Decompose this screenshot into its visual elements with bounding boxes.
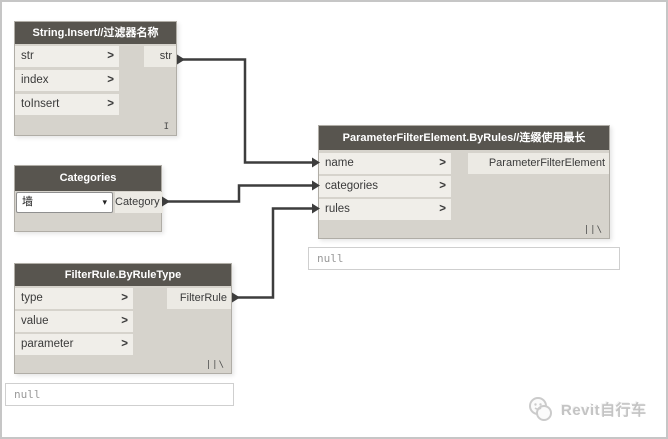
port-chevron-icon: > xyxy=(439,203,446,215)
node-parameter-filter-element[interactable]: ParameterFilterElement.ByRules//连缀使用最长 n… xyxy=(318,125,610,239)
input-port-index[interactable]: index > xyxy=(15,70,119,91)
null-preview: null xyxy=(5,383,234,406)
wire-category-to-categories[interactable] xyxy=(163,184,313,203)
node-filter-rule[interactable]: FilterRule.ByRuleType type > value > par… xyxy=(14,263,232,374)
port-arrow-out-category[interactable] xyxy=(162,196,170,207)
input-port-label: parameter xyxy=(21,338,74,350)
port-chevron-icon: > xyxy=(439,180,446,192)
port-chevron-icon: > xyxy=(107,74,114,86)
input-port-label: str xyxy=(21,50,34,62)
input-port-rules[interactable]: rules > xyxy=(319,199,451,220)
input-port-label: type xyxy=(21,292,43,304)
input-port-label: rules xyxy=(325,203,350,215)
dropdown-arrow-icon: ▾ xyxy=(102,197,107,207)
output-port-str[interactable]: str xyxy=(144,46,176,67)
output-port-filterrule[interactable]: FilterRule xyxy=(167,288,231,309)
null-preview: null xyxy=(308,247,620,270)
watermark: Revit自行车 xyxy=(526,395,647,423)
watermark-logo-icon xyxy=(529,397,552,421)
lacing-indicator: ||\ xyxy=(205,360,225,370)
input-port-label: index xyxy=(21,74,49,86)
output-port-parameterfilterelement[interactable]: ParameterFilterElement xyxy=(468,153,609,174)
node-categories[interactable]: Categories 墙 ▾ Category xyxy=(14,165,163,232)
wire-filterrule-to-rules[interactable] xyxy=(233,207,313,299)
input-port-str[interactable]: str > xyxy=(15,46,119,67)
port-chevron-icon: > xyxy=(107,50,114,62)
node-title: String.Insert//过滤器名称 xyxy=(15,22,176,44)
port-chevron-icon: > xyxy=(121,292,128,304)
port-chevron-icon: > xyxy=(107,98,114,110)
port-chevron-icon: > xyxy=(121,315,128,327)
input-port-toinsert[interactable]: toInsert > xyxy=(15,94,119,115)
lacing-indicator: I xyxy=(163,122,170,132)
output-port-category[interactable]: Category xyxy=(115,192,163,213)
input-port-label: toInsert xyxy=(21,98,60,110)
node-title: Categories xyxy=(15,166,161,191)
wire-str-to-name[interactable] xyxy=(178,58,313,164)
input-port-type[interactable]: type > xyxy=(15,288,133,309)
port-chevron-icon: > xyxy=(439,157,446,169)
input-port-label: value xyxy=(21,315,49,327)
input-port-parameter[interactable]: parameter > xyxy=(15,334,133,355)
input-port-name[interactable]: name > xyxy=(319,153,451,174)
input-port-categories[interactable]: categories > xyxy=(319,176,451,197)
input-port-value[interactable]: value > xyxy=(15,311,133,332)
lacing-indicator: ||\ xyxy=(583,225,603,235)
category-dropdown[interactable]: 墙 ▾ xyxy=(16,192,113,213)
input-port-label: categories xyxy=(325,180,379,192)
dropdown-selected-value: 墙 xyxy=(22,196,33,208)
port-arrow-out-filterrule[interactable] xyxy=(232,292,240,303)
input-port-label: name xyxy=(325,157,354,169)
port-arrow-out-str[interactable] xyxy=(177,54,185,65)
watermark-text: Revit自行车 xyxy=(561,401,647,419)
port-chevron-icon: > xyxy=(121,338,128,350)
node-title: ParameterFilterElement.ByRules//连缀使用最长 xyxy=(319,126,609,150)
node-title: FilterRule.ByRuleType xyxy=(15,264,231,286)
node-string-insert[interactable]: String.Insert//过滤器名称 str > index > toIns… xyxy=(14,21,177,136)
